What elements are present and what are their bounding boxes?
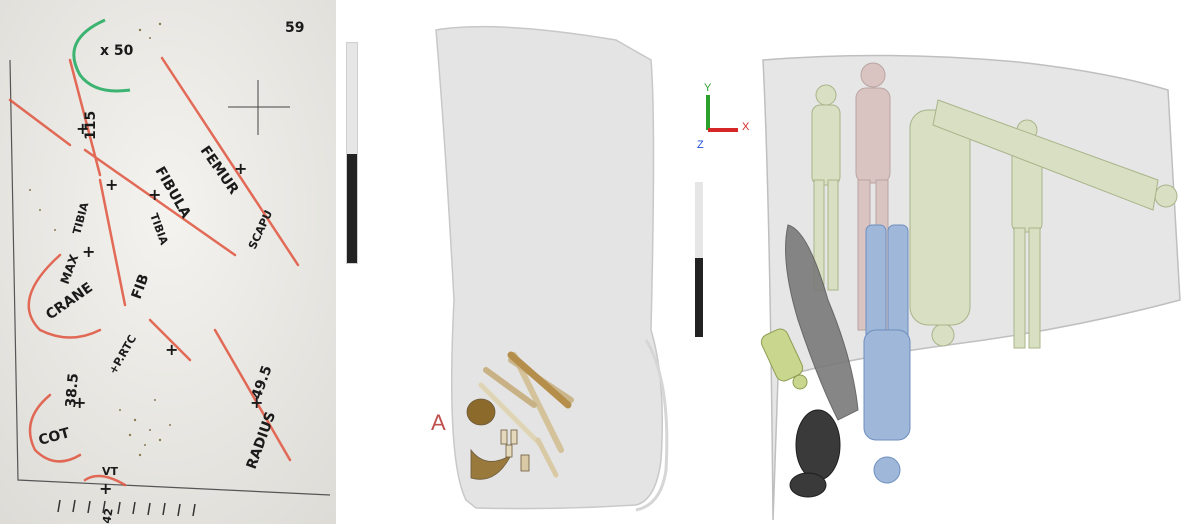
svg-text:+: + <box>165 340 178 359</box>
body-model-panel: Y X Z <box>688 0 1203 524</box>
label-a: A <box>431 410 446 435</box>
axis-y: Y <box>704 82 712 94</box>
note-385: 38.5 <box>63 373 82 409</box>
note-vt: VT <box>102 465 119 478</box>
note-42: 42 <box>100 507 115 524</box>
bone-model-panel: A <box>336 0 688 524</box>
axes-widget: Y X Z <box>697 82 750 151</box>
note-59: 59 <box>285 20 304 36</box>
figure-green-2 <box>910 110 970 346</box>
note-x50: x 50 <box>100 43 134 59</box>
figure-dark <box>790 410 840 497</box>
note-115: 115 <box>83 111 99 140</box>
svg-text:+: + <box>82 242 95 261</box>
svg-text:+: + <box>148 185 161 204</box>
svg-text:+: + <box>234 159 247 178</box>
field-notes-photo: +++ +++ +++ 59 x 50 115 FEMUR FIBULA TIB… <box>0 0 336 524</box>
svg-text:+: + <box>105 175 118 194</box>
axis-z: Z <box>697 139 704 151</box>
svg-text:+: + <box>99 479 112 498</box>
axis-x: X <box>742 121 750 133</box>
